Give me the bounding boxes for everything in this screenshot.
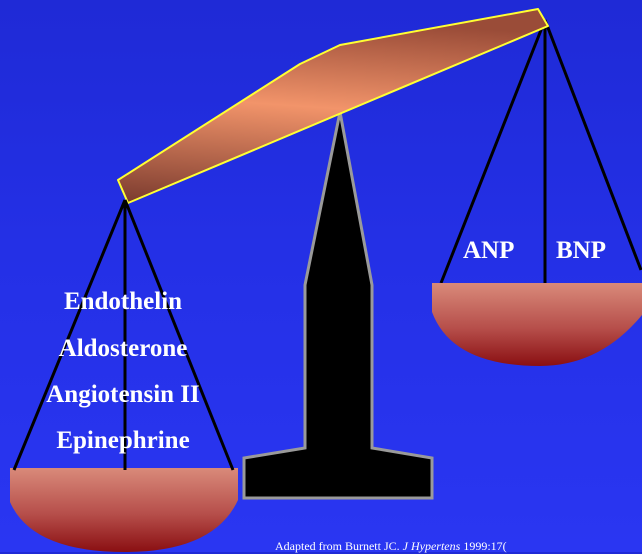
citation-prefix: Adapted from Burnett JC. bbox=[275, 539, 403, 553]
right-pan-label: ANP bbox=[463, 238, 514, 263]
left-pan-label: Epinephrine bbox=[0, 428, 246, 453]
scale-stand bbox=[244, 112, 432, 498]
left-pan-label: Aldosterone bbox=[0, 336, 246, 361]
citation-journal: J Hypertens bbox=[403, 539, 461, 553]
right-pan bbox=[432, 283, 642, 366]
left-pan bbox=[10, 468, 238, 552]
left-pan-label: Angiotensin II bbox=[0, 382, 246, 407]
citation-suffix: 1999:17( bbox=[460, 539, 506, 553]
left-pan-label: Endothelin bbox=[0, 289, 246, 314]
right-pan-label: BNP bbox=[556, 238, 606, 263]
